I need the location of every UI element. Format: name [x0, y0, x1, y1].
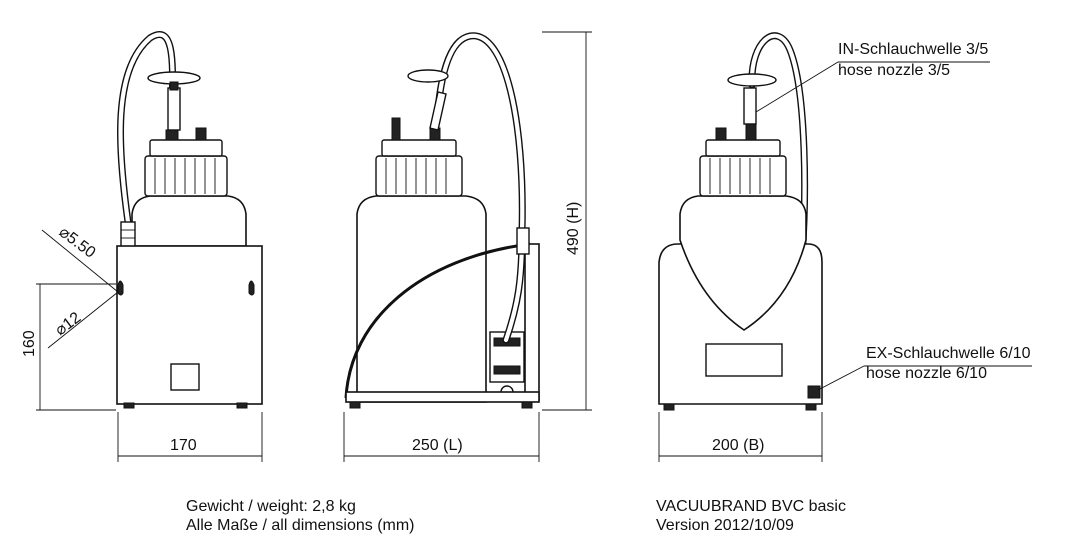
footer-units: Alle Maße / all dimensions (mm)	[186, 517, 415, 534]
footer-version: Version 2012/10/09	[656, 517, 794, 534]
dim-height-490: 490 (H)	[565, 202, 582, 255]
front-dimensions	[36, 229, 263, 462]
dim-width-200: 200 (B)	[712, 437, 764, 454]
side-view	[344, 32, 540, 409]
dim-length-250: 250 (L)	[412, 437, 463, 454]
in-nozzle-label-en: hose nozzle 3/5	[838, 62, 950, 79]
back-dimensions	[658, 61, 1032, 462]
front-view	[116, 31, 263, 409]
dim-height-160: 160	[21, 330, 38, 357]
footer-product: VACUUBRAND BVC basic	[656, 498, 846, 515]
ex-nozzle-label-de: EX-Schlauchwelle 6/10	[866, 345, 1031, 362]
footer-weight: Gewicht / weight: 2,8 kg	[186, 498, 356, 515]
ex-nozzle-label-en: hose nozzle 6/10	[866, 365, 987, 382]
dim-hole-large: ⌀12	[52, 309, 84, 339]
back-view	[658, 32, 823, 411]
side-dimensions	[343, 31, 592, 462]
in-nozzle-label-de: IN-Schlauchwelle 3/5	[838, 41, 988, 58]
dim-hole-small: ⌀5.50	[56, 224, 99, 262]
dim-width-170: 170	[170, 437, 197, 454]
